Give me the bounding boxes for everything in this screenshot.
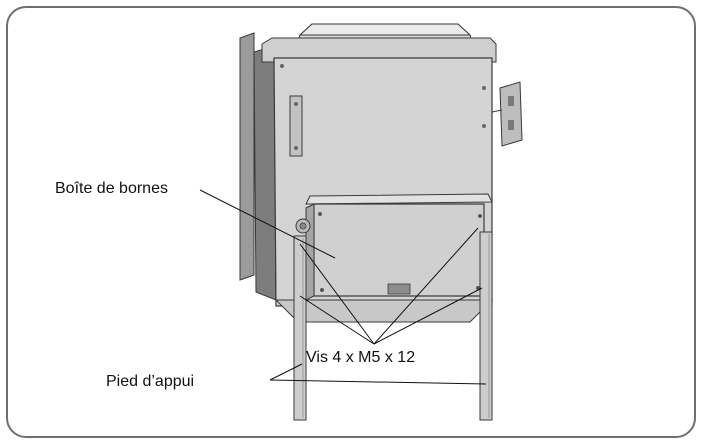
support-leg-left xyxy=(293,235,307,421)
terminal-box-label: Boîte de bornes xyxy=(55,180,168,197)
terminal-screw-tr xyxy=(478,214,482,218)
leader-foot-2 xyxy=(269,379,487,385)
support-foot-label: Pied d’appui xyxy=(106,373,195,390)
right-side-bracket xyxy=(499,81,523,147)
leader-screw-4 xyxy=(373,287,483,345)
panel-screw-tl xyxy=(280,64,284,68)
base-tray xyxy=(274,299,494,323)
lower-ledge xyxy=(305,193,493,205)
hood-top-face xyxy=(298,23,472,36)
support-leg-right xyxy=(479,231,493,421)
cable-gland-core xyxy=(299,222,307,230)
left-mount-bracket xyxy=(289,95,303,157)
leader-terminal-box xyxy=(199,189,336,259)
leader-screw-3 xyxy=(373,227,479,345)
right-bracket-slot-2 xyxy=(508,120,514,130)
screws-label: Vis 4 x M5 x 12 xyxy=(306,349,416,366)
bracket-screw-2 xyxy=(294,146,298,150)
right-bracket-slot-1 xyxy=(508,96,514,106)
panel-screw-tr xyxy=(482,86,486,90)
left-flange xyxy=(239,32,255,281)
terminal-screw-bl xyxy=(320,288,324,292)
right-bracket-arm xyxy=(491,109,503,113)
terminal-screw-tl xyxy=(318,212,322,216)
top-rail xyxy=(261,37,497,63)
panel-screw-mr xyxy=(482,124,486,128)
leader-screw-2 xyxy=(299,295,375,345)
left-side-panel xyxy=(253,45,277,301)
bracket-screw-1 xyxy=(294,102,298,106)
terminal-box-side xyxy=(305,203,315,301)
leader-screw-1 xyxy=(299,243,375,345)
leader-foot-1 xyxy=(269,363,303,381)
terminal-box-slot xyxy=(387,283,411,295)
